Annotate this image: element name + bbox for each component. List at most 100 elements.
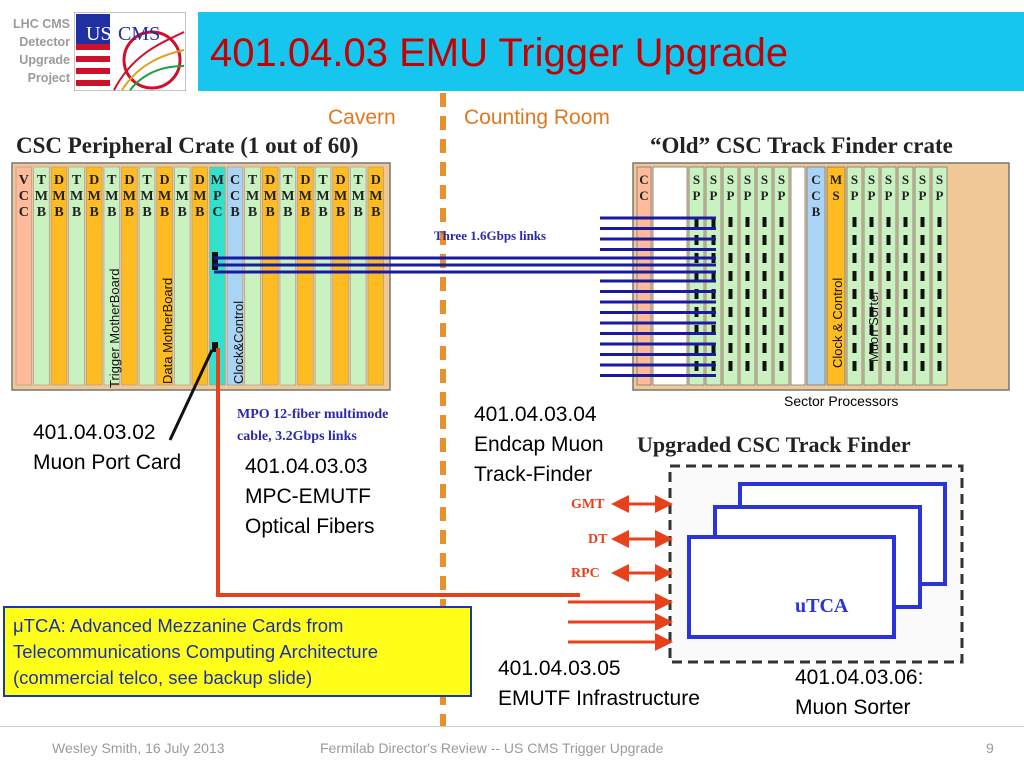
crate-board-letter: B: [142, 205, 151, 220]
crate-board-letter: P: [213, 189, 222, 204]
old-crate-board-letter: B: [812, 204, 821, 219]
sp-connector: [762, 343, 767, 353]
sp-connector: [903, 289, 908, 299]
counting-room-label: Counting Room: [464, 106, 610, 129]
sp-connector: [694, 343, 699, 353]
sp-connector: [728, 325, 733, 335]
sp-connector: [937, 343, 942, 353]
sp-connector: [852, 235, 857, 245]
crate-board-letter: M: [88, 189, 101, 204]
mpc-connector: [212, 252, 218, 270]
old-crate-board-letter: S: [936, 172, 943, 187]
sp-connector: [937, 217, 942, 227]
crate-board-letter: B: [230, 205, 239, 220]
old-crate-board-letter: S: [832, 188, 839, 203]
crate-board-letter: B: [54, 205, 63, 220]
title-bar: [198, 12, 1024, 91]
sp-connector: [886, 217, 891, 227]
track-finder-label: 401.04.03.04 Endcap Muon Track-Finder: [474, 400, 604, 490]
crate-board-letter: M: [70, 189, 83, 204]
footer-divider: [0, 726, 1024, 727]
io-label-rpc: RPC: [571, 566, 600, 581]
logo-cms-text: CMS: [118, 23, 160, 45]
crate-board-letter: B: [195, 205, 204, 220]
crate-board-letter: B: [354, 205, 363, 220]
label-line: MPC-EMUTF: [245, 485, 371, 508]
fiber-label-line: MPO 12-fiber multimode: [237, 407, 388, 422]
sp-connector: [920, 343, 925, 353]
crate-board-letter: M: [193, 189, 206, 204]
sp-connector: [694, 271, 699, 281]
optical-fiber-path: [216, 348, 580, 597]
sp-connector: [762, 289, 767, 299]
crate-board-letter: M: [334, 189, 347, 204]
crate-board-letter: C: [230, 189, 240, 204]
sp-connector: [745, 325, 750, 335]
sp-connector: [779, 253, 784, 263]
sp-connector: [762, 325, 767, 335]
sp-connector: [937, 361, 942, 371]
sp-connector: [852, 325, 857, 335]
crate-board: [68, 166, 85, 386]
crate-board: [297, 166, 314, 386]
sp-connector: [869, 235, 874, 245]
crate-board: [174, 166, 191, 386]
old-muon-sorter-label: Muon Sorter: [866, 290, 881, 362]
sp-connector: [762, 217, 767, 227]
old-crate-board-letter: S: [693, 172, 700, 187]
sp-connector: [886, 325, 891, 335]
old-crate-board-letter: S: [902, 172, 909, 187]
old-crate-board-letter: P: [727, 188, 735, 203]
crate-board-letter: D: [371, 173, 381, 188]
sp-connector: [869, 253, 874, 263]
old-crate-board-letter: P: [744, 188, 752, 203]
label-line: EMUTF Infrastructure: [498, 687, 700, 710]
crate-board: [262, 166, 279, 386]
crate-board-letter: T: [318, 173, 328, 188]
us-cms-logo: US CMS: [74, 12, 186, 91]
sp-connector: [694, 217, 699, 227]
sp-connector: [745, 253, 750, 263]
sp-connector: [869, 307, 874, 317]
sp-connector: [728, 361, 733, 371]
sp-connector: [711, 343, 716, 353]
clock-control-label: Clock&Control: [231, 301, 246, 384]
page-title: 401.04.03 EMU Trigger Upgrade: [210, 31, 789, 75]
old-crate-title: “Old” CSC Track Finder crate: [650, 133, 953, 158]
crate-board: [191, 166, 208, 386]
old-crate-board-letter: P: [761, 188, 769, 203]
sp-connector: [745, 217, 750, 227]
sp-connector: [937, 253, 942, 263]
crate-board: [138, 166, 156, 386]
sp-connector: [869, 343, 874, 353]
project-label-line: Detector: [19, 35, 70, 49]
sp-connector: [779, 271, 784, 281]
old-crate-board-letter: P: [936, 188, 944, 203]
sp-connector: [920, 361, 925, 371]
label-line: Track-Finder: [474, 463, 593, 486]
old-crate-board-letter: P: [710, 188, 718, 203]
crate-board: [350, 166, 367, 386]
crate-board-letter: B: [178, 205, 187, 220]
footer-author: Wesley Smith, 16 July 2013: [52, 740, 225, 756]
old-crate-board-letter: S: [851, 172, 858, 187]
crate-board: [367, 166, 384, 386]
sp-connector: [745, 235, 750, 245]
sector-processors-label: Sector Processors: [784, 393, 899, 409]
sp-connector: [728, 271, 733, 281]
label-line: Optical Fibers: [245, 515, 375, 538]
crate-board: [332, 166, 349, 386]
crate-board-letter: T: [142, 173, 152, 188]
crate-board-letter: M: [369, 189, 382, 204]
label-line: 401.04.03.04: [474, 403, 597, 426]
logo-us-text: US: [86, 23, 112, 45]
sp-connector: [852, 343, 857, 353]
sp-connector: [937, 271, 942, 281]
label-line: Muon Sorter: [795, 696, 911, 719]
sp-connector: [711, 325, 716, 335]
sp-connector: [903, 217, 908, 227]
crate-board-letter: T: [283, 173, 293, 188]
infrastructure-label: 401.04.03.05 EMUTF Infrastructure: [498, 654, 700, 714]
